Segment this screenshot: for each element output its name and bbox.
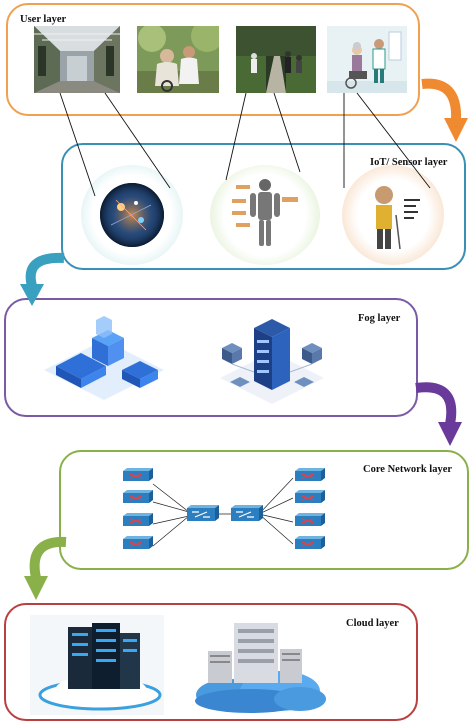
user-photo-corridor [34, 26, 120, 93]
iot-circle-elderly-monitoring [342, 165, 444, 265]
user-photo-doctor-illustration [327, 26, 407, 93]
arrow-user-to-iot [421, 78, 468, 142]
arrow-fog-to-network [415, 382, 462, 446]
user-photo-caregiver [137, 26, 219, 93]
fog-datacenter-illustration [36, 308, 172, 408]
user-photo-walkers [236, 26, 316, 93]
iot-circle-ai [81, 165, 183, 265]
cloud-server-racks-illustration [30, 615, 164, 715]
fog-server-hub-illustration [210, 308, 334, 408]
arrow-network-to-cloud [24, 536, 67, 600]
fog-layer-title: Fog layer [358, 313, 401, 324]
arrow-iot-to-fog [20, 252, 65, 306]
cloud-servers-on-cloud-illustration [190, 615, 330, 715]
network-switch-diagram [115, 462, 330, 562]
cloud-layer-title: Cloud layer [346, 618, 399, 629]
iot-circle-body-sensors [210, 165, 320, 265]
network-layer-title: Core Network layer [363, 464, 453, 475]
user-layer-title: User layer [20, 14, 67, 25]
